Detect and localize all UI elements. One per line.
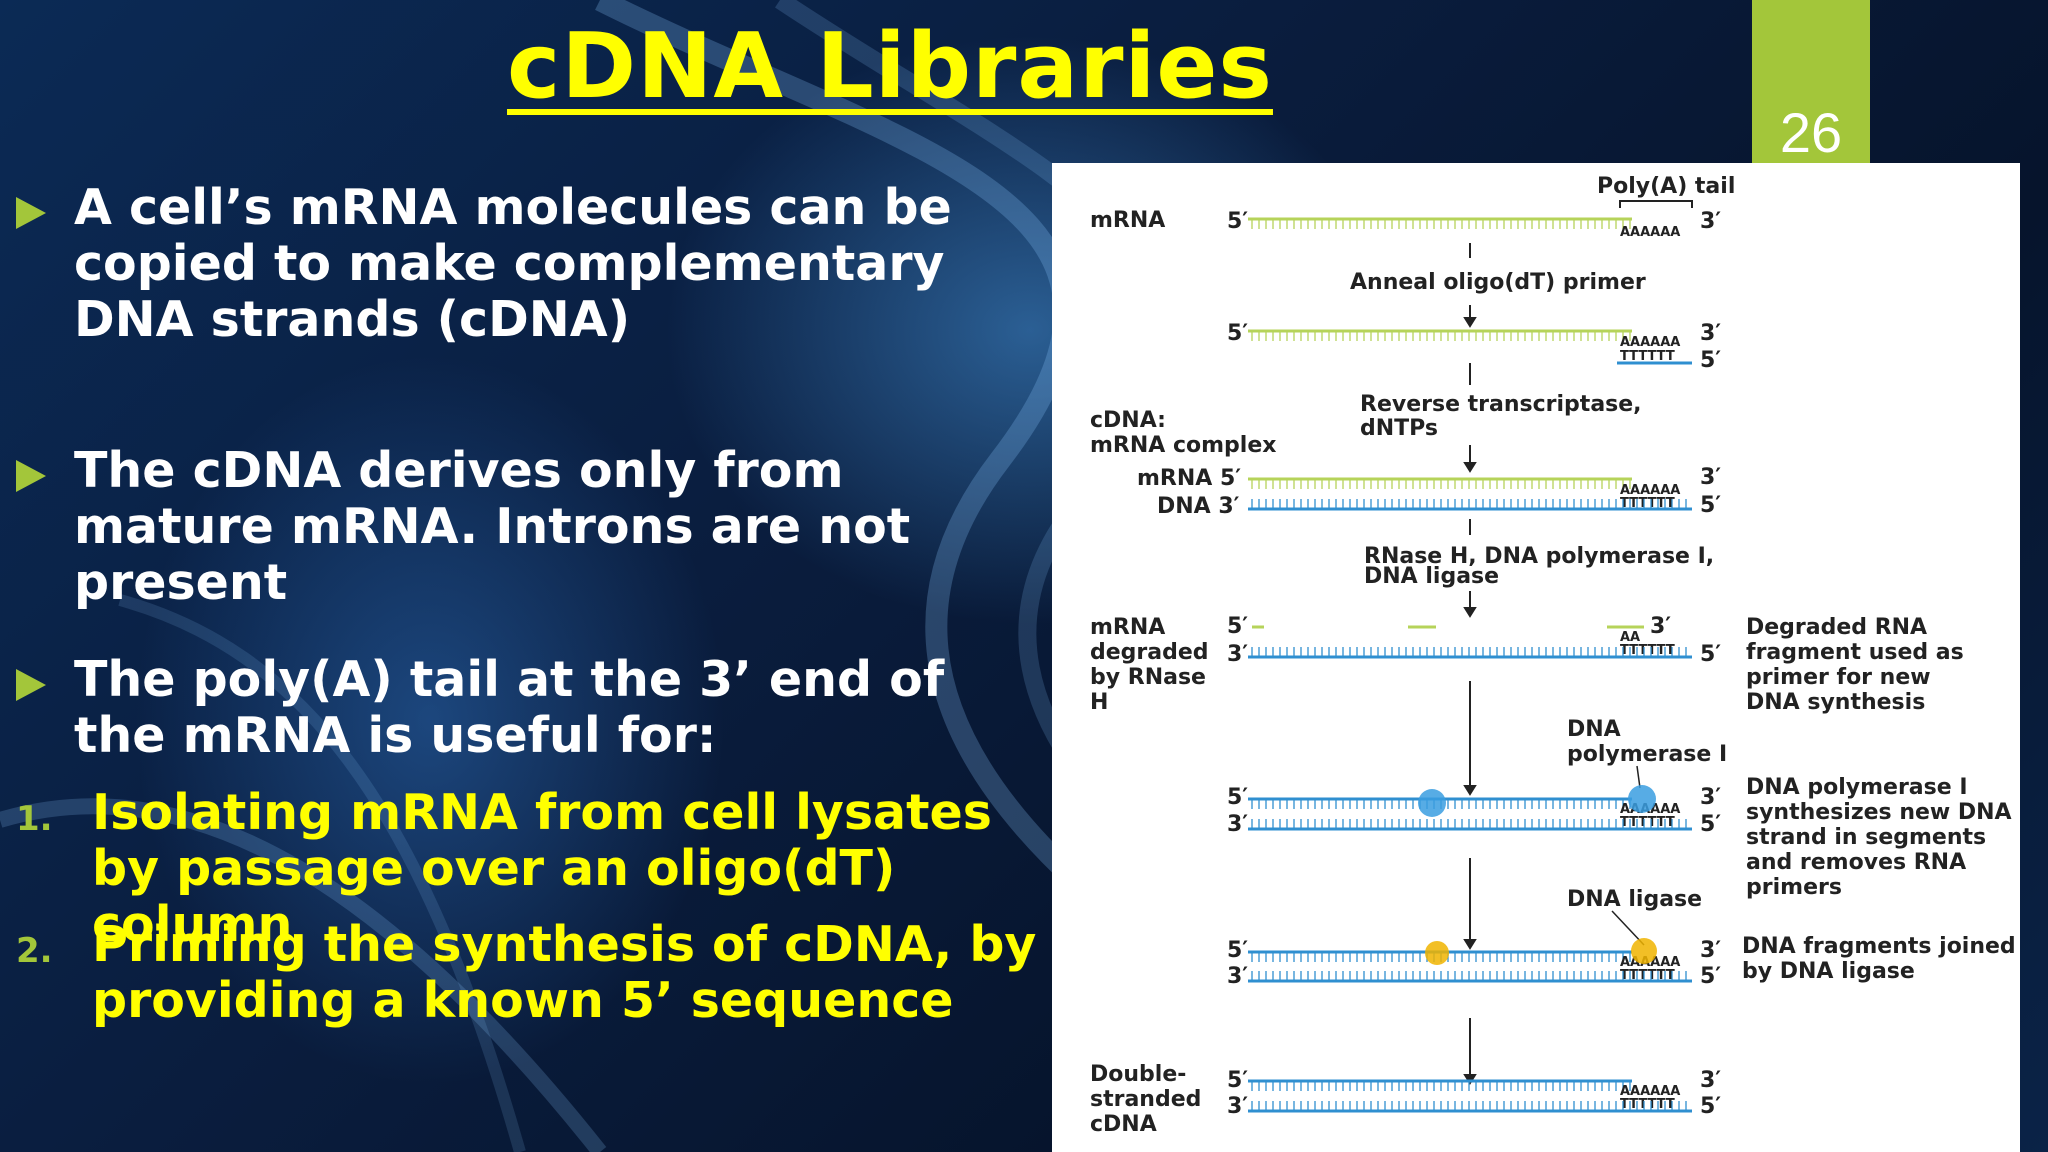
end-5: 5′ — [1227, 938, 1248, 963]
end-5: 5′ — [1700, 348, 1721, 373]
step-anneal: Anneal oligo(dT) primer — [1350, 270, 1646, 295]
end-3: 3′ — [1700, 321, 1721, 346]
end-5: 5′ — [1227, 209, 1248, 234]
oligo-dt-seq: TTTTTT — [1620, 496, 1675, 511]
end-3: 3′ — [1700, 209, 1721, 234]
end-3: 3′ — [1650, 614, 1671, 639]
end-5: 5′ — [1227, 785, 1248, 810]
end-5: 5′ — [1227, 614, 1248, 639]
end-3: 3′ — [1700, 938, 1721, 963]
end-3: 3′ — [1227, 812, 1248, 837]
end-5: 5′ — [1227, 321, 1248, 346]
oligo-dt-seq: TTTTTT — [1620, 968, 1675, 983]
label-degraded-1: mRNA — [1090, 615, 1165, 640]
end-3: 3′ — [1700, 465, 1721, 490]
page-number: 26 — [1779, 101, 1843, 164]
bullet-text: A cell’s mRNA molecules can be copied to… — [74, 179, 952, 348]
strand-layer: 5′3′AAAAAA5′3′5′AAAAAATTTTTT3′5′AAAAAATT… — [1227, 209, 1721, 1119]
polya-seq: AAAAAA — [1620, 335, 1680, 350]
label-mrna: mRNA — [1090, 208, 1165, 233]
bullet-text: The cDNA derives only from mature mRNA. … — [74, 442, 911, 611]
note-2-line-5: primers — [1746, 875, 1842, 900]
end-3: 3′ — [1700, 1068, 1721, 1093]
label-ds-2: stranded — [1090, 1087, 1201, 1112]
note-3-line-1: DNA fragments joined — [1742, 934, 2016, 959]
step-rt-1: Reverse transcriptase, — [1360, 392, 1642, 417]
note-2-line-1: DNA polymerase I — [1746, 775, 1968, 800]
label-mrna-complex: mRNA complex — [1090, 433, 1276, 458]
end-5: 5′ — [1227, 1068, 1248, 1093]
step-rnase-2: DNA ligase — [1364, 564, 1499, 589]
polya-seq: AAAAAA — [1620, 1084, 1680, 1099]
step-dnapol-1: DNA — [1567, 717, 1621, 742]
bullet-triangle-icon — [16, 197, 46, 229]
polya-bracket — [1619, 200, 1693, 208]
aa-seq: AA — [1620, 630, 1640, 645]
step-rnase-1: RNase H, DNA polymerase I, — [1364, 544, 1714, 569]
bullet-text: The poly(A) tail at the 3’ end of the mR… — [74, 651, 945, 764]
note-1-line-1: Degraded RNA — [1746, 615, 1927, 640]
dna-ligase-icon — [1631, 938, 1657, 964]
polya-label: Poly(A) tail — [1597, 174, 1735, 199]
note-3-line-2: by DNA ligase — [1742, 959, 1915, 984]
label-dna3: DNA 3′ — [1157, 494, 1240, 519]
label-ds-3: cDNA — [1090, 1112, 1157, 1137]
end-5: 5′ — [1700, 1094, 1721, 1119]
label-degraded-3: by RNase — [1090, 665, 1206, 690]
bullet-triangle-icon — [16, 460, 46, 492]
note-2-line-2: synthesizes new DNA — [1746, 800, 2012, 825]
end-3: 3′ — [1700, 785, 1721, 810]
dna-polymerase-icon — [1628, 785, 1656, 813]
oligo-dt-seq: TTTTTT — [1620, 815, 1675, 830]
note-2-line-4: and removes RNA — [1746, 850, 1966, 875]
end-3: 3′ — [1227, 642, 1248, 667]
oligo-dt-seq: TTTTTT — [1620, 643, 1675, 658]
end-5: 5′ — [1700, 812, 1721, 837]
step-rt-2: dNTPs — [1360, 416, 1438, 441]
label-cdna: cDNA: — [1090, 408, 1166, 433]
label-mrna5: mRNA 5′ — [1137, 466, 1241, 491]
note-1-line-2: fragment used as — [1746, 640, 1964, 665]
end-5: 5′ — [1700, 964, 1721, 989]
note-1-line-4: DNA synthesis — [1746, 690, 1925, 715]
page-number-tab — [1752, 0, 1870, 164]
end-5: 5′ — [1700, 642, 1721, 667]
item-number: 2. — [16, 931, 53, 971]
item-number: 1. — [16, 799, 53, 839]
oligo-dt-seq: TTTTTT — [1620, 1097, 1675, 1112]
step-arrows — [1463, 243, 1477, 1085]
numbered-text: Isolating mRNA from cell lysates by pass… — [92, 784, 992, 953]
step-ligase: DNA ligase — [1567, 887, 1702, 912]
label-degraded-2: degraded — [1090, 640, 1209, 665]
bullet-triangle-icon — [16, 669, 46, 701]
step-dnapol-2: polymerase I — [1567, 742, 1727, 767]
diagram-canvas: Poly(A) tail mRNA cDNA: mRNA complex mRN… — [1090, 174, 2016, 1137]
numbered-text: Priming the synthesis of cDNA, by provid… — [92, 916, 1037, 1029]
label-degraded-4: H — [1090, 690, 1108, 715]
label-ds-1: Double- — [1090, 1062, 1186, 1087]
polya-seq: AAAAAA — [1620, 225, 1680, 240]
slide-title: cDNA Libraries — [507, 14, 1273, 119]
dna-polymerase-icon — [1418, 789, 1446, 817]
note-1-line-3: primer for new — [1746, 665, 1931, 690]
cdna-synthesis-diagram: Poly(A) tail mRNA cDNA: mRNA complex mRN… — [1052, 163, 2020, 1152]
end-3: 3′ — [1227, 1094, 1248, 1119]
oligo-dt-seq: TTTTTT — [1620, 349, 1675, 364]
end-3: 3′ — [1227, 964, 1248, 989]
note-2-line-3: strand in segments — [1746, 825, 1986, 850]
dna-ligase-icon — [1425, 941, 1449, 965]
polya-seq: AAAAAA — [1620, 483, 1680, 498]
end-5: 5′ — [1700, 493, 1721, 518]
